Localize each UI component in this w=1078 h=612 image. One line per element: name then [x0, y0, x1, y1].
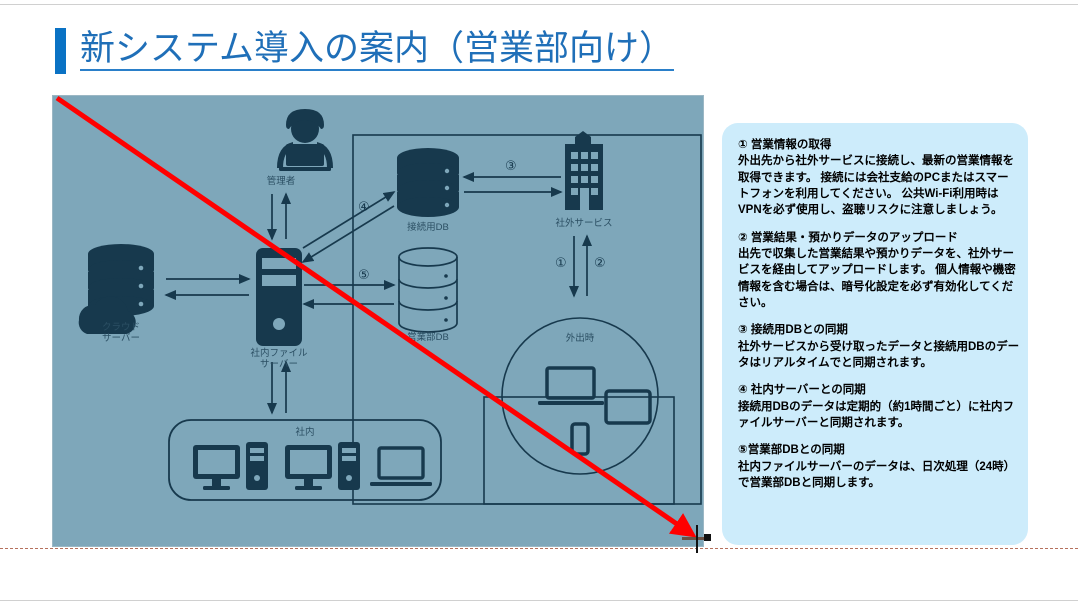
internal-laptop-icon [370, 446, 432, 486]
slide-title-block: 新システム導入の案内（営業部向け） [55, 28, 674, 74]
description-item: ① 営業情報の取得 外出先から社外サービスに接続し、最新の営業情報を取得できます… [738, 137, 1020, 219]
description-item: ② 営業結果・預かりデータのアップロード 出先で収集した営業結果や預かりデータを… [738, 230, 1020, 312]
description-heading: ⑤営業部DBとの同期 [738, 444, 845, 457]
page-bottom-divider [0, 600, 1078, 601]
description-body: 出先で収集した営業結果や預かりデータを、社外サービスを経由してアップロードします… [738, 247, 1016, 309]
selection-handle[interactable] [704, 534, 711, 541]
description-item: ⑤営業部DBとの同期 社内ファイルサーバーのデータは、日次処理（24時）で営業部… [738, 442, 1020, 491]
diagram-vector-layer [78, 109, 702, 505]
label-admin: 管理者 [266, 176, 296, 187]
label-internal-file-server: 社内ファイル サーバー [250, 348, 308, 371]
mobile-laptop-base [538, 401, 604, 405]
description-heading: ② 営業結果・預かりデータのアップロード [738, 231, 958, 244]
mobile-phone-icon [570, 422, 590, 456]
label-mobile-group: 外出時 [565, 333, 595, 344]
description-item: ④ 社内サーバーとの同期 接続用DBのデータは定期的（約1時間ごと）に社内ファイ… [738, 382, 1020, 431]
description-panel-text: ① 営業情報の取得 外出先から社外サービスに接続し、最新の営業情報を取得できます… [738, 137, 1020, 502]
description-body: 社外サービスから受け取ったデータと接続用DBのデータはリアルタイムでと同期されま… [738, 340, 1020, 369]
internal-desktop-1-icon [193, 442, 268, 490]
label-connection-db: 接続用DB [407, 222, 449, 233]
cloud-server-icon [78, 244, 154, 334]
crosshair-cursor-horizontal [682, 537, 708, 540]
label-sales-db: 営業部DB [407, 332, 449, 343]
marker-four: ④ [358, 200, 370, 215]
description-body: 外出先から社外サービスに接続し、最新の営業情報を取得できます。 接続には会社支給… [738, 155, 1014, 217]
crosshair-cursor-vertical [696, 525, 698, 553]
label-cloud-server: クラウド サーバー [101, 322, 140, 345]
description-heading: ④ 社内サーバーとの同期 [738, 384, 866, 397]
description-heading: ① 営業情報の取得 [738, 139, 832, 151]
marker-one: ① [555, 256, 567, 271]
horizontal-dashed-guide [0, 548, 1078, 549]
page-title: 新システム導入の案内（営業部向け） [80, 30, 674, 72]
internal-desktop-2-icon [285, 442, 360, 490]
admin-icon [277, 109, 333, 171]
external-service-icon [565, 131, 603, 210]
description-body: 社内ファイルサーバーのデータは、日次処理（24時）で営業部DBと同期します。 [738, 460, 1016, 489]
arrow-connection-db-to-server [301, 205, 395, 263]
label-internal-group: 社内 [295, 427, 315, 438]
connection-db-icon [397, 148, 459, 217]
mobile-laptop-icon [545, 366, 596, 400]
system-diagram[interactable]: 管理者 クラウド サーバー 社内ファイル サーバー 接続用DB 営業部DB 社外… [52, 95, 704, 547]
marker-five: ⑤ [358, 268, 370, 283]
mobile-zone-box [483, 396, 675, 505]
internal-file-server-icon [256, 248, 302, 346]
description-panel[interactable]: ① 営業情報の取得 外出先から社外サービスに接続し、最新の営業情報を取得できます… [722, 123, 1028, 545]
marker-three: ③ [505, 159, 517, 174]
marker-two: ② [594, 256, 606, 271]
arrow-server-to-connection-db [302, 191, 396, 249]
page-top-divider [0, 4, 1078, 5]
mobile-tablet-icon [604, 389, 652, 425]
description-item: ③ 接続用DBとの同期 社外サービスから受け取ったデータと接続用DBのデータはリ… [738, 322, 1020, 371]
description-body: 接続用DBのデータは定期的（約1時間ごと）に社内ファイルサーバーと同期されます。 [738, 400, 1015, 429]
sales-db-icon [398, 247, 458, 333]
label-external-service: 社外サービス [555, 218, 613, 229]
description-heading: ③ 接続用DBとの同期 [738, 324, 848, 337]
title-accent-bar [55, 28, 66, 74]
